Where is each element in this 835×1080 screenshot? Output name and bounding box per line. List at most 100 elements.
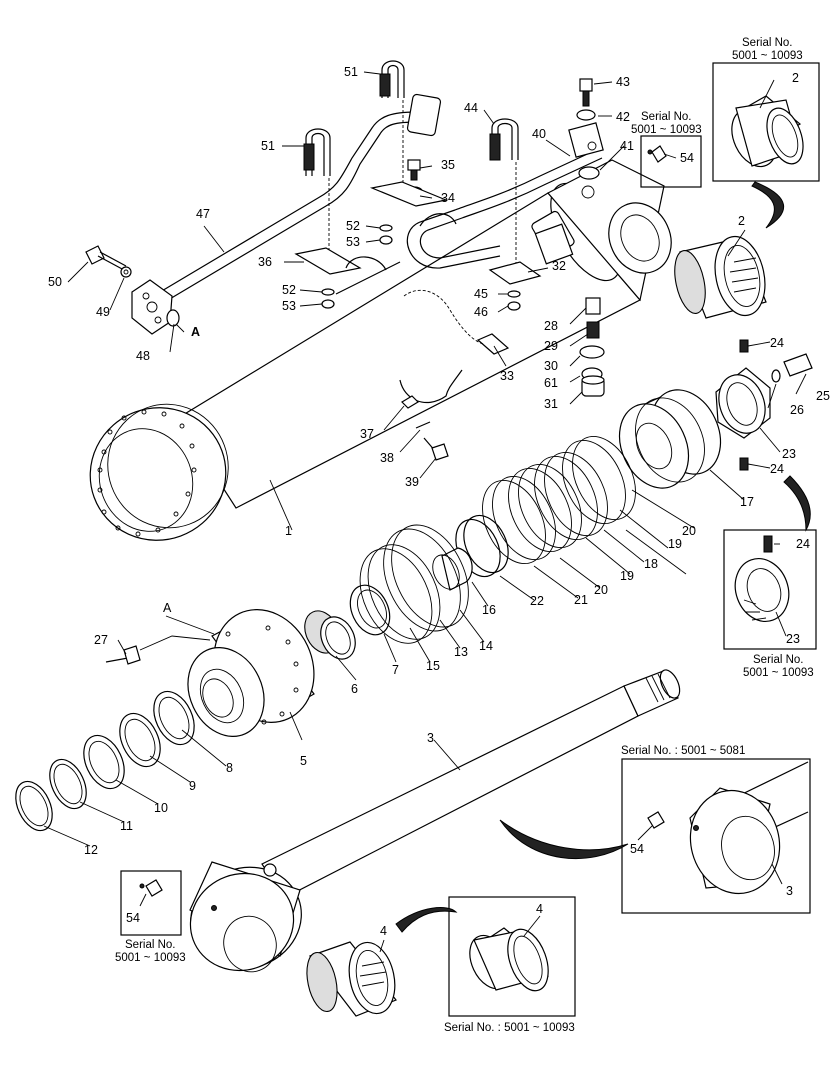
piston-rod-3	[189, 669, 681, 973]
seals-8-12	[15, 690, 195, 832]
pipe-assembly	[406, 122, 604, 269]
label-61: 61	[544, 376, 558, 390]
arrow-top	[751, 181, 784, 229]
label-44: 44	[464, 101, 478, 115]
lock-nut-23	[715, 367, 771, 439]
serial-fitting-line2: 5001 ~ 10093	[631, 124, 702, 136]
serial-top-right-line1: Serial No.	[742, 37, 793, 49]
u-bolt-51-upper	[379, 60, 405, 200]
check-valve-set	[579, 297, 605, 397]
arrow-rod-eye	[499, 819, 629, 860]
label-a-top: A	[191, 325, 200, 339]
label-3-box: 3	[786, 884, 793, 898]
o-ring-26	[771, 369, 781, 383]
serial-bottom: Serial No. : 5001 ~ 10093	[444, 1022, 575, 1034]
label-18: 18	[644, 557, 658, 571]
rod-eye-box	[621, 758, 811, 914]
label-26: 26	[790, 403, 804, 417]
label-35: 35	[441, 158, 455, 172]
label-46: 46	[474, 305, 488, 319]
label-32: 32	[552, 259, 566, 273]
bolt-39	[423, 437, 449, 461]
u-bolt-44	[489, 118, 519, 270]
label-51a: 51	[344, 65, 358, 79]
label-36: 36	[258, 255, 272, 269]
ring-7	[349, 584, 391, 636]
label-16: 16	[482, 603, 496, 617]
bolt-43	[576, 78, 596, 121]
label-43: 43	[616, 75, 630, 89]
label-23-box: 23	[786, 632, 800, 646]
clamp-37	[401, 395, 431, 429]
label-37: 37	[360, 427, 374, 441]
label-40: 40	[532, 127, 546, 141]
part-labels: 1 2 2 3 3 4 4 5 6 7 8 9 10 11 12 13 14 1…	[48, 65, 830, 938]
rod-cover-5	[187, 609, 315, 737]
label-49: 49	[96, 305, 110, 319]
label-52a: 52	[346, 219, 360, 233]
label-a-left: A	[163, 601, 172, 615]
label-22: 22	[530, 594, 544, 608]
label-24-box: 24	[796, 537, 810, 551]
label-39: 39	[405, 475, 419, 489]
label-13: 13	[454, 645, 468, 659]
bushing-box-top-right	[712, 62, 820, 182]
label-20a: 20	[682, 524, 696, 538]
serial-rod-eye: Serial No. : 5001 ~ 5081	[621, 745, 745, 757]
label-54-rod-eye: 54	[630, 842, 644, 856]
label-34: 34	[441, 191, 455, 205]
label-24b: 24	[770, 462, 784, 476]
label-23: 23	[782, 447, 796, 461]
label-15: 15	[426, 659, 440, 673]
label-4-box: 4	[536, 902, 543, 916]
clamp-33	[399, 289, 510, 404]
clamp-36	[294, 247, 401, 295]
set-screw-24b	[739, 457, 749, 471]
set-screw-24a	[739, 339, 749, 353]
bushing-2	[674, 235, 767, 319]
label-6: 6	[351, 682, 358, 696]
label-7: 7	[392, 663, 399, 677]
label-1: 1	[285, 524, 292, 538]
serial-nut-line2: 5001 ~ 10093	[743, 667, 814, 679]
arrow-bottom	[395, 907, 458, 933]
label-12: 12	[84, 843, 98, 857]
label-17: 17	[740, 495, 754, 509]
label-28: 28	[544, 319, 558, 333]
label-50: 50	[48, 275, 62, 289]
label-14: 14	[479, 639, 493, 653]
clamp-32	[488, 261, 542, 285]
label-21: 21	[574, 593, 588, 607]
label-41: 41	[620, 139, 634, 153]
label-2: 2	[738, 214, 745, 228]
serial-left-line2: 5001 ~ 10093	[115, 952, 186, 964]
label-3: 3	[427, 731, 434, 745]
label-54-left: 54	[126, 911, 140, 925]
nut-box	[723, 529, 817, 650]
label-24a: 24	[770, 336, 784, 350]
leader-lines	[43, 71, 807, 953]
seals-13-15	[359, 524, 469, 644]
arrow-nut	[783, 475, 811, 532]
label-53b: 53	[282, 299, 296, 313]
serial-top-right-line2: 5001 ~ 10093	[732, 50, 803, 62]
washer-nut-52-53	[321, 224, 521, 311]
bushing-4	[306, 941, 397, 1017]
cylinder-tube	[89, 159, 672, 541]
label-20b: 20	[594, 583, 608, 597]
grease-fitting-box-top	[640, 135, 702, 188]
label-48: 48	[136, 349, 150, 363]
label-10: 10	[154, 801, 168, 815]
label-38: 38	[380, 451, 394, 465]
label-19a: 19	[668, 537, 682, 551]
u-bolt-51-lower	[303, 128, 331, 262]
label-51b: 51	[261, 139, 275, 153]
flange-bolt-holes	[97, 409, 197, 537]
clamp-34	[369, 181, 457, 227]
serial-notes: Serial No. 5001 ~ 10093 Serial No. 5001 …	[115, 37, 814, 1034]
bushing-6	[304, 610, 356, 660]
serial-fitting-line1: Serial No.	[641, 111, 692, 123]
bolt-27	[105, 635, 211, 665]
label-47: 47	[196, 207, 210, 221]
